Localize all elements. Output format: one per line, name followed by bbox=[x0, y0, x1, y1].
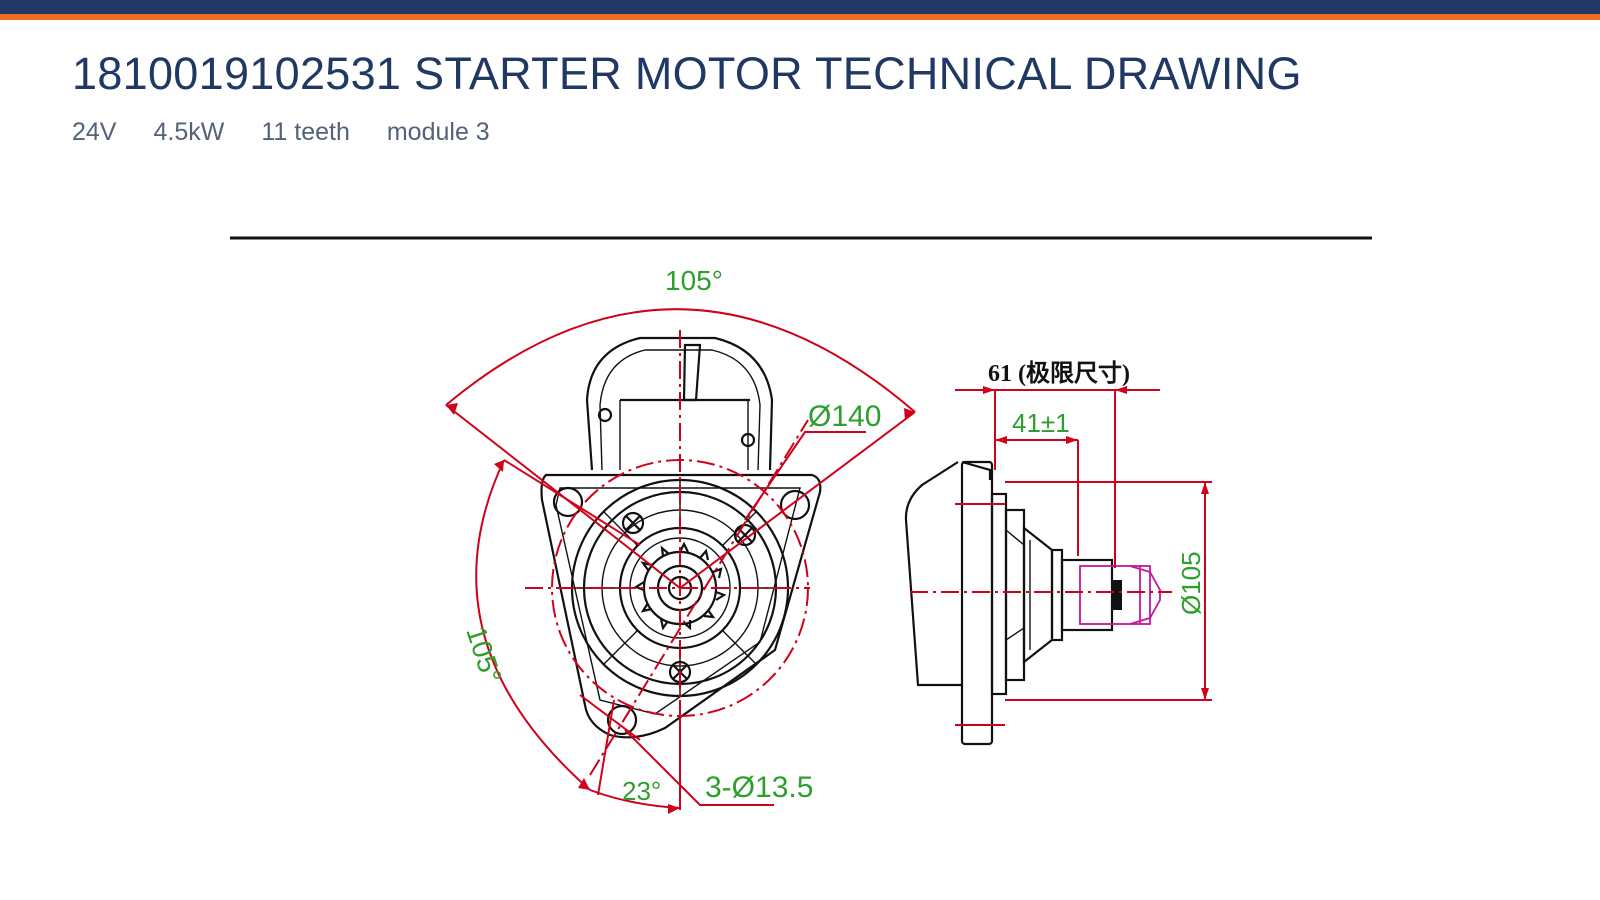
spec-list: 24V 4.5kW 11 teeth module 3 bbox=[72, 118, 490, 147]
front-view bbox=[445, 308, 916, 814]
spec-power: 4.5kW bbox=[153, 118, 225, 146]
side-housing bbox=[904, 461, 962, 687]
bolt-heads bbox=[621, 511, 757, 684]
solenoid-housing bbox=[585, 336, 774, 471]
page-title: 1810019102531 STARTER MOTOR TECHNICAL DR… bbox=[72, 48, 1302, 99]
mount-hole bbox=[779, 489, 811, 521]
dim-holes: 3-Ø13.5 bbox=[705, 771, 813, 804]
mount-hole bbox=[606, 704, 638, 736]
dim-angle-bottom: 23° bbox=[622, 776, 661, 806]
mount-hole bbox=[552, 486, 584, 518]
spec-voltage: 24V bbox=[72, 118, 117, 146]
dim-angle-top: 105° bbox=[665, 265, 723, 296]
dim-flange-diameter: Ø140 bbox=[808, 400, 881, 433]
header-accent-stripe bbox=[0, 14, 1600, 20]
dim-length-pinion: 41±1 bbox=[1012, 408, 1070, 438]
dim-length-limit: 61 (极限尺寸) bbox=[988, 360, 1130, 387]
dim-pilot-diameter: Ø105 bbox=[1176, 551, 1206, 615]
dim-angle-left: 105° bbox=[460, 622, 507, 687]
side-view bbox=[904, 386, 1212, 746]
spec-teeth: 11 teeth bbox=[261, 118, 350, 146]
spec-module: module 3 bbox=[386, 118, 490, 146]
header-bar bbox=[0, 0, 1600, 14]
